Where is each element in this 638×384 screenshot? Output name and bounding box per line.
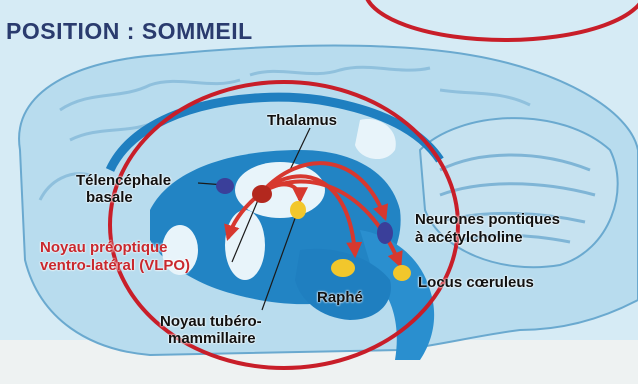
- label-thalamus: Thalamus: [267, 113, 337, 129]
- vlpo-dot: [252, 185, 272, 203]
- label-telencephale: Télencéphale: [76, 173, 171, 189]
- label-neurones-line1: Neurones pontiques: [415, 212, 560, 228]
- locus-dot: [393, 265, 411, 281]
- label-raphe: Raphé: [317, 290, 363, 306]
- ventricle: [235, 162, 325, 218]
- label-tubero-line2: mammillaire: [168, 331, 256, 347]
- label-vlpo-line2: ventro-latéral (VLPO): [40, 258, 190, 274]
- raphe-dot: [331, 259, 355, 277]
- neurones-dot: [377, 222, 393, 244]
- label-neurones-line2: à acétylcholine: [415, 230, 523, 246]
- tubero-dot: [290, 201, 306, 219]
- label-basale: basale: [86, 190, 133, 206]
- telencephale-dot: [216, 178, 234, 194]
- label-vlpo-line1: Noyau préoptique: [40, 240, 168, 256]
- label-locus: Locus cœruleus: [418, 275, 534, 291]
- fornix-region: [225, 210, 265, 280]
- page-title: POSITION : SOMMEIL: [6, 18, 253, 45]
- label-tubero-line1: Noyau tubéro-: [160, 314, 262, 330]
